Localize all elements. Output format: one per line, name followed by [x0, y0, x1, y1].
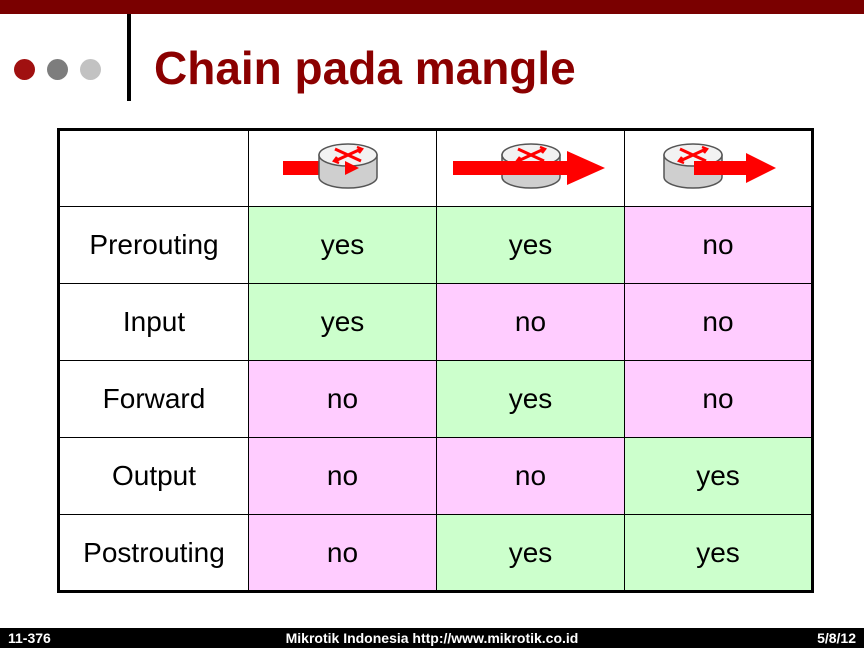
row-label: Forward [58, 360, 249, 438]
header-cell-through [436, 129, 625, 207]
slide-number: 11-376 [8, 630, 51, 646]
table-cell: no [624, 206, 813, 284]
table-cell: yes [624, 514, 813, 592]
router-arrow-through-icon [452, 142, 605, 189]
table-cell: no [248, 360, 437, 438]
table-cell: no [248, 437, 437, 515]
table-row: Forward no yes no [58, 360, 813, 438]
table-cell: no [436, 437, 625, 515]
red-dot-icon [14, 58, 35, 80]
table-cell: no [624, 360, 813, 438]
light-gray-dot-icon [80, 58, 101, 80]
router-arrow-out-icon [663, 142, 776, 189]
router-arrow-in-icon [282, 142, 378, 189]
footer-bar: 11-376 Mikrotik Indonesia http://www.mik… [0, 628, 864, 648]
table-cell: no [248, 514, 437, 592]
gray-dot-icon [47, 58, 68, 80]
table-cell: yes [436, 514, 625, 592]
table-cell: no [436, 283, 625, 361]
table-row: Prerouting yes yes no [58, 206, 813, 284]
table-cell: yes [624, 437, 813, 515]
table-cell: yes [248, 283, 437, 361]
table-header-row [58, 129, 813, 207]
header-cell-out [624, 129, 813, 207]
table-row: Postrouting no yes yes [58, 514, 813, 592]
title-divider [127, 14, 131, 101]
table-row: Input yes no no [58, 283, 813, 361]
footer-source: Mikrotik Indonesia http://www.mikrotik.c… [285, 630, 579, 646]
row-label: Prerouting [58, 206, 249, 284]
row-label: Input [58, 283, 249, 361]
row-label: Output [58, 437, 249, 515]
title-dots [14, 56, 101, 82]
table-cell: no [624, 283, 813, 361]
table-cell: yes [436, 206, 625, 284]
top-bar [0, 0, 864, 14]
header-cell-in [248, 129, 437, 207]
header-corner-cell [58, 129, 249, 207]
table-cell: yes [248, 206, 437, 284]
table-cell: yes [436, 360, 625, 438]
footer-date: 5/8/12 [817, 630, 856, 646]
row-label: Postrouting [58, 514, 249, 592]
chain-table: Prerouting yes yes no Input yes no no Fo… [57, 128, 814, 593]
table-row: Output no no yes [58, 437, 813, 515]
page-title: Chain pada mangle [154, 42, 576, 94]
